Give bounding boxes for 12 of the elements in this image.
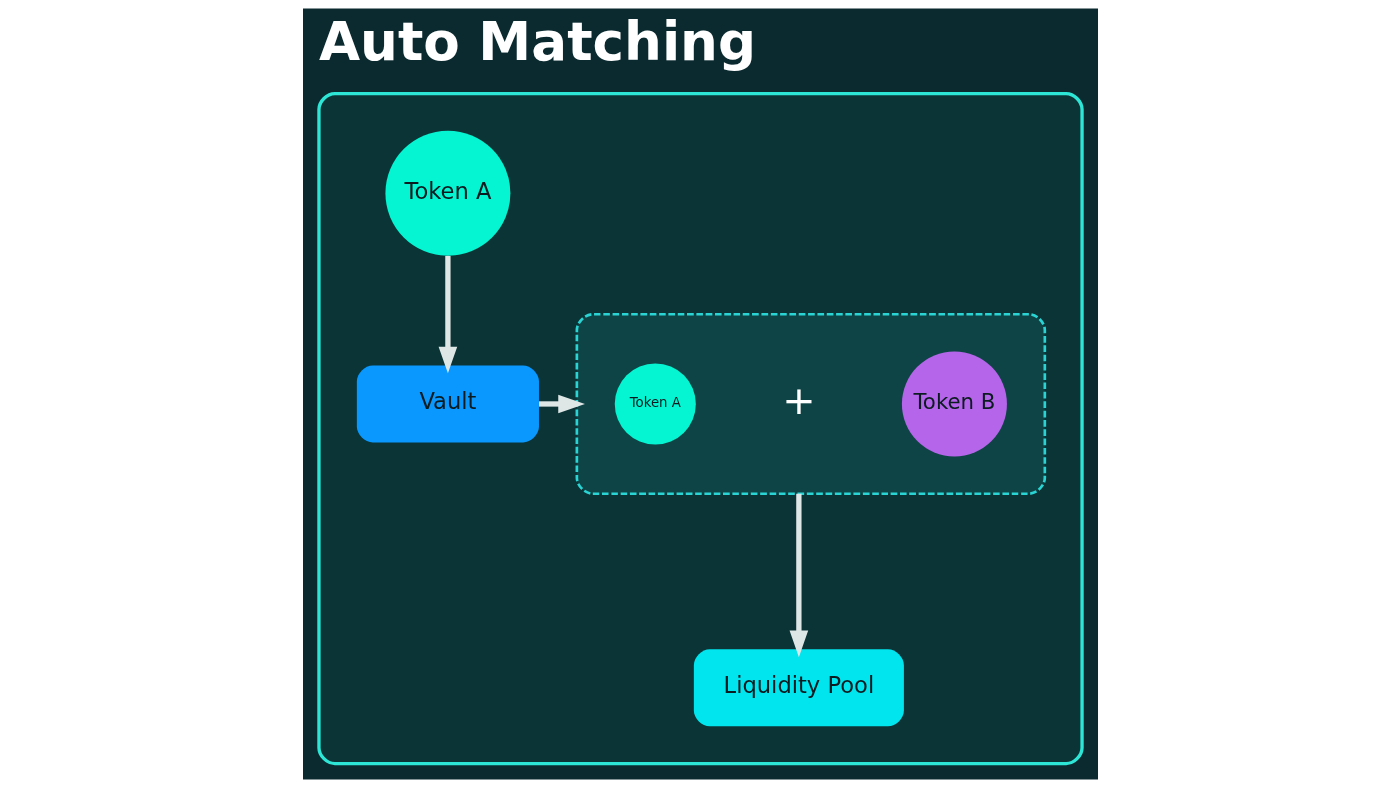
node-box: Liquidity Pool — [693, 649, 904, 727]
node-box: Vault — [356, 365, 539, 443]
label: + — [781, 376, 816, 423]
node-circle: Token B — [901, 351, 1007, 457]
node-circle: Token A — [384, 130, 510, 256]
diagram-title: Auto Matching — [318, 11, 756, 74]
cluster — [316, 91, 1084, 766]
arrow — [789, 493, 808, 658]
cluster — [575, 312, 1046, 496]
arrow — [438, 255, 457, 374]
arrow — [538, 394, 585, 414]
node-circle: Token A — [614, 363, 696, 445]
